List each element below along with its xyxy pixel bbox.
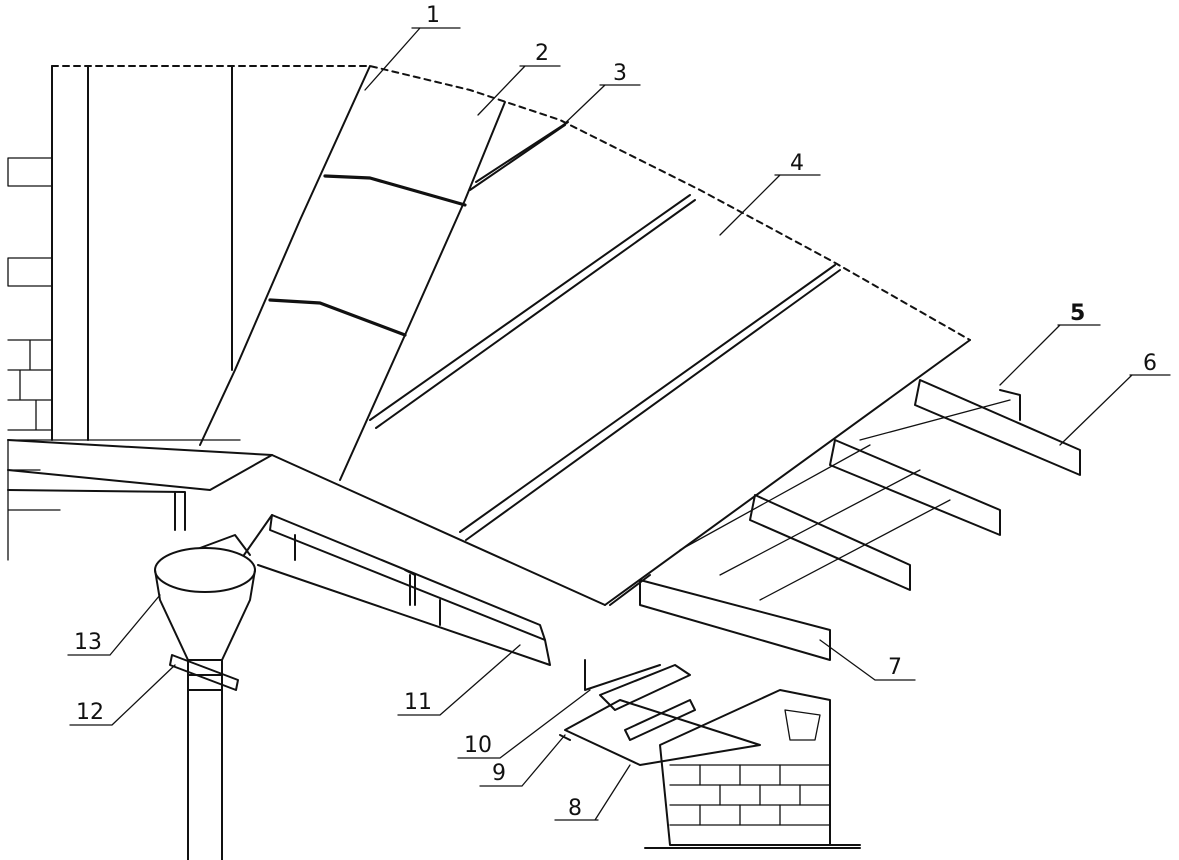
callout-label-11: 11 [404, 690, 432, 715]
callout-8: 8 [554, 764, 631, 821]
callout-label-10: 10 [464, 733, 492, 758]
callout-13: 13 [67, 594, 161, 656]
downpipe [154, 534, 256, 860]
callout-label-7: 7 [888, 655, 902, 680]
callout-label-3: 3 [613, 61, 627, 86]
callout-7: 7 [819, 639, 916, 681]
callout-label-5: 5 [1070, 301, 1085, 326]
callout-label-2: 2 [535, 41, 549, 66]
callout-label-1: 1 [426, 3, 440, 28]
callout-6: 6 [1059, 351, 1171, 446]
callout-label-6: 6 [1143, 351, 1157, 376]
callout-3: 3 [559, 61, 641, 129]
callout-label-12: 12 [76, 700, 104, 725]
callout-2: 2 [477, 41, 561, 116]
eave-overhang [559, 659, 761, 766]
callout-1: 1 [364, 3, 461, 91]
callout-9: 9 [479, 734, 566, 787]
callout-11: 11 [397, 644, 521, 716]
callout-12: 12 [69, 664, 176, 726]
eave-gutter [7, 439, 606, 606]
callout-4: 4 [719, 151, 821, 236]
callouts: 1 2 3 4 5 6 7 8 [67, 3, 1171, 821]
callout-label-13: 13 [74, 630, 102, 655]
masonry-wall [644, 689, 861, 849]
callout-label-8: 8 [568, 796, 582, 821]
hanging-gutter [243, 514, 551, 666]
valley-strip [199, 65, 506, 481]
callout-label-4: 4 [790, 151, 804, 176]
roof-structure [609, 379, 1081, 661]
callout-label-9: 9 [492, 761, 506, 786]
callout-10: 10 [457, 689, 591, 759]
callout-5: 5 [999, 301, 1101, 386]
roof-sheets [369, 121, 971, 606]
